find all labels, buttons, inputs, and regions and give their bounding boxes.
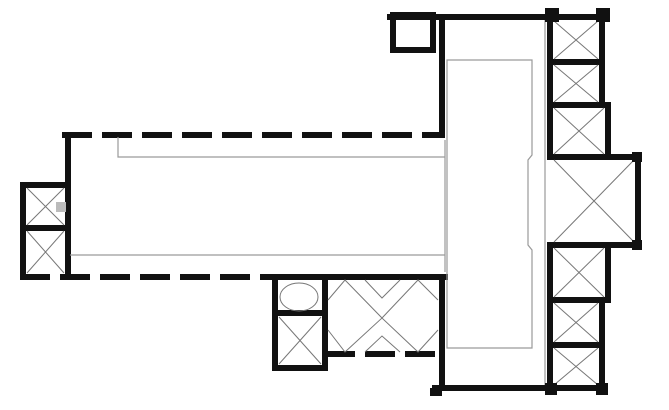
nave [20, 132, 448, 280]
south-annex-vaults [327, 279, 439, 353]
west-annex-wall [20, 182, 71, 280]
pier [596, 383, 608, 395]
chapels-east-wall [599, 14, 641, 391]
transept-inner-outline [446, 59, 533, 349]
pier [596, 8, 610, 22]
pier [632, 240, 642, 250]
pier [545, 8, 559, 22]
west-annex [20, 182, 71, 280]
north-west-tower [390, 12, 436, 53]
transept [387, 12, 603, 396]
south-annex [272, 274, 442, 371]
pier [545, 383, 557, 395]
south-annex-small-rooms [272, 274, 328, 371]
oval-room [279, 282, 319, 312]
pier [430, 388, 442, 396]
pier [632, 152, 642, 162]
nave-inner-line-north [117, 137, 445, 158]
south-annex-vault [278, 316, 322, 365]
west-annex-stair [56, 202, 66, 212]
chapel-vaults [553, 20, 635, 386]
east-chapels [544, 8, 642, 395]
west-annex-vaults [26, 187, 65, 274]
